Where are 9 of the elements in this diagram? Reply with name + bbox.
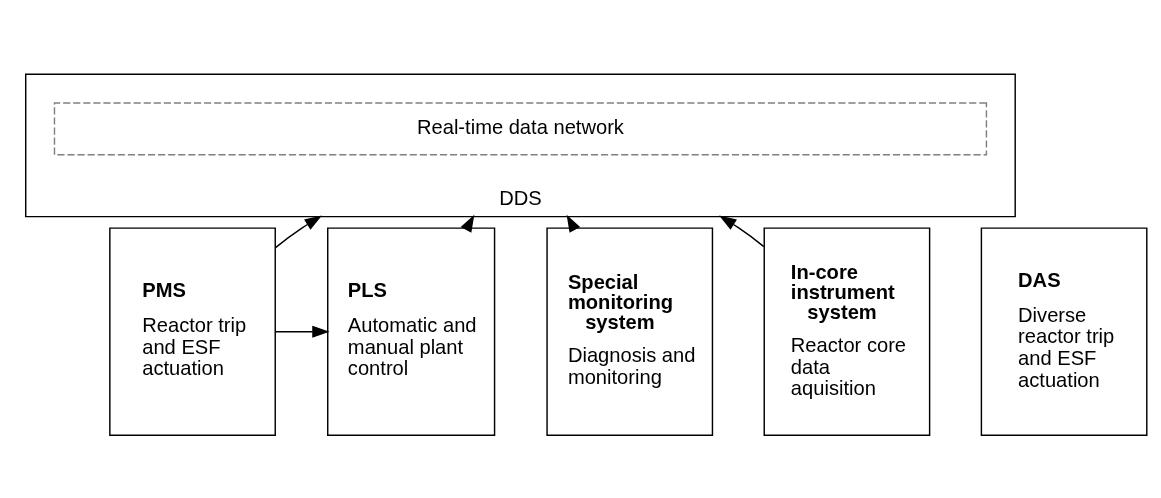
node-box: DAS Diverse reactor trip and ESF actuation: [980, 227, 1148, 436]
node-box: Real-time data network: [53, 102, 988, 156]
arrow: [566, 214, 581, 233]
node-box: In-core instrument system Reactor core data aquisition: [763, 227, 931, 436]
arrow: [460, 214, 475, 233]
node-box: PMS Reactor trip and ESF actuation: [109, 227, 276, 436]
arrow: [719, 215, 765, 248]
arrow: [274, 215, 322, 249]
arrow: [274, 325, 330, 338]
